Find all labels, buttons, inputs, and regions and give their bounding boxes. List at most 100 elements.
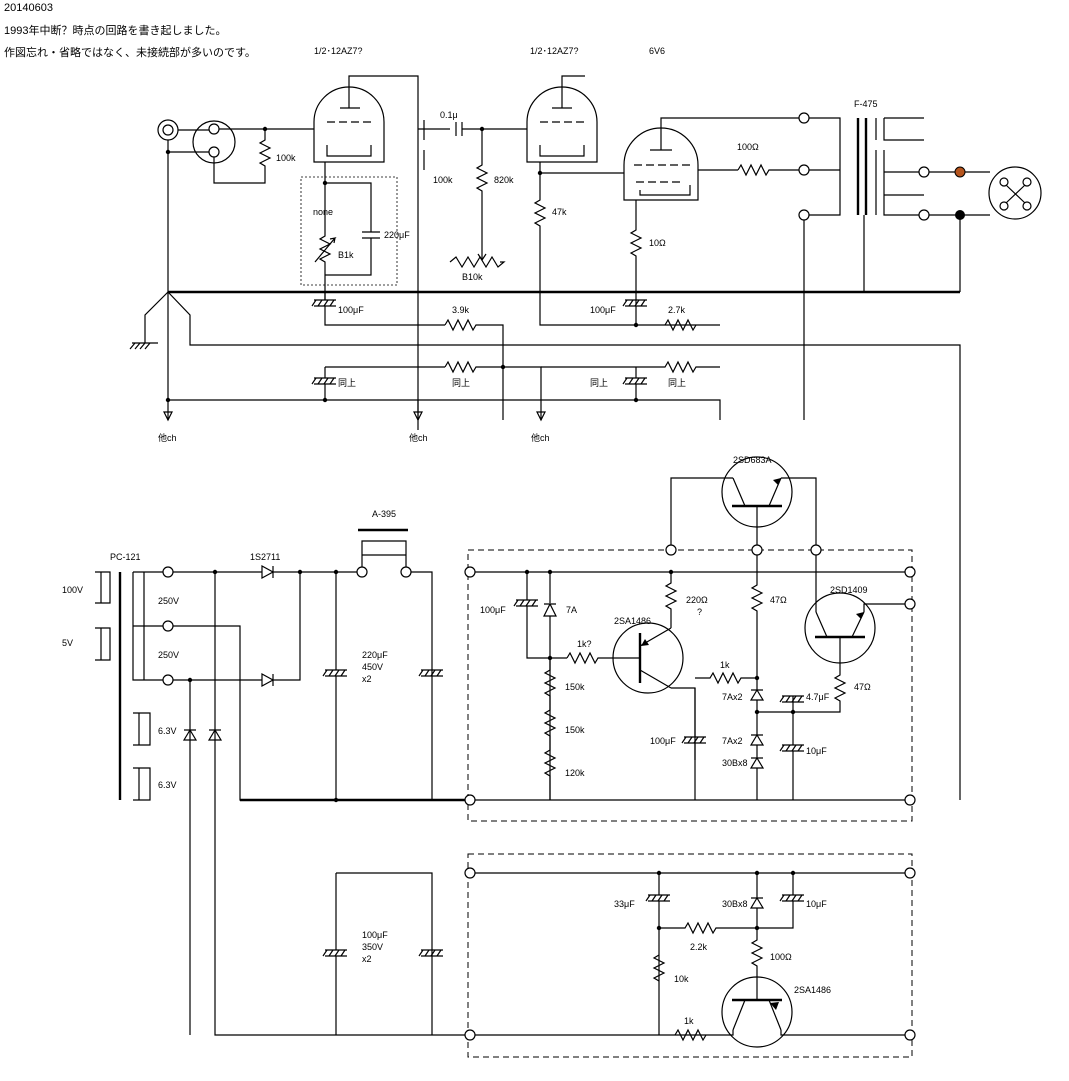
label-r220: 220Ω bbox=[686, 595, 708, 605]
label-r10ohm: 10Ω bbox=[649, 238, 666, 248]
cap-01u bbox=[418, 122, 527, 136]
label-tube-2: 1/2･12AZ7? bbox=[530, 46, 579, 56]
label-7ax2-a: 7Ax2 bbox=[722, 692, 743, 702]
resistor-1k-a bbox=[695, 671, 757, 685]
label-dojo-1: 同上 bbox=[338, 378, 356, 388]
cap-dojo-1 bbox=[314, 366, 445, 400]
note-line-2: 作図忘れ・省略ではなく、未接続部が多いのです。 bbox=[4, 47, 256, 59]
resistor-10ohm bbox=[629, 200, 643, 305]
label-r120k: 120k bbox=[565, 768, 585, 778]
transistor-2sd1409 bbox=[804, 555, 905, 664]
label-tach-2: 他ch bbox=[409, 432, 428, 443]
resistor-220 bbox=[664, 572, 678, 615]
cap-220uf-450v-a bbox=[325, 572, 347, 800]
resistor-47-a bbox=[750, 555, 764, 690]
tube-2-12az7 bbox=[526, 75, 598, 163]
transformer-core bbox=[856, 118, 868, 215]
resistor-1k-q bbox=[566, 651, 640, 665]
regulator-2-box bbox=[467, 853, 913, 1058]
arrow-3 bbox=[536, 411, 546, 422]
label-100v: 100V bbox=[62, 585, 83, 595]
resistor-1k-b bbox=[674, 1028, 707, 1042]
transformer-primary bbox=[809, 117, 841, 216]
resistor-100ohm bbox=[737, 163, 804, 177]
label-r220-q: ? bbox=[697, 607, 702, 617]
diode-1s2711-a bbox=[261, 564, 275, 580]
label-dojo-2: 同上 bbox=[452, 378, 470, 388]
diode-heater-a bbox=[182, 728, 198, 741]
label-pc121: PC-121 bbox=[110, 552, 141, 562]
label-r2-2k: 2.2k bbox=[690, 942, 708, 952]
label-r150k-a: 150k bbox=[565, 682, 585, 692]
label-r100k-b: 100k bbox=[433, 175, 453, 185]
label-c220-x2: x2 bbox=[362, 674, 372, 684]
label-c10uf-a: 10μF bbox=[806, 746, 827, 756]
label-r100ohm-b: 100Ω bbox=[770, 952, 792, 962]
label-2sd683a: 2SD683A bbox=[733, 455, 772, 465]
ground-line-2 bbox=[168, 399, 721, 420]
label-z7a: 7A bbox=[566, 605, 577, 615]
label-c100uf-a: 100μF bbox=[338, 305, 364, 315]
label-250v-a: 250V bbox=[158, 596, 179, 606]
optional-box bbox=[300, 176, 398, 286]
label-2sa1486-a: 2SA1486 bbox=[614, 616, 651, 626]
label-tach-1: 他ch bbox=[158, 432, 177, 443]
label-r-input: 100k bbox=[276, 153, 296, 163]
red-terminal bbox=[954, 166, 966, 178]
label-c220-450v: 450V bbox=[362, 662, 383, 672]
label-2sd1409: 2SD1409 bbox=[830, 585, 868, 595]
cap-100uf-reg-b bbox=[684, 688, 706, 800]
power-transformer-hv bbox=[132, 571, 168, 681]
label-b1k: B1k bbox=[338, 250, 354, 260]
heater-diode-lines bbox=[189, 572, 470, 1036]
zener-7ax2-a bbox=[749, 688, 765, 701]
date-label: 20140603 bbox=[4, 2, 53, 14]
pot-b10k-wiper bbox=[477, 250, 487, 262]
resistor-47-b bbox=[793, 663, 847, 713]
label-r47-b: 47Ω bbox=[854, 682, 871, 692]
input-jack bbox=[157, 119, 179, 141]
transistor-2sa1486-b bbox=[717, 976, 795, 1048]
pot-b1k bbox=[318, 183, 332, 300]
label-c10uf-b: 10μF bbox=[806, 899, 827, 909]
label-7ax2-b: 7Ax2 bbox=[722, 736, 743, 746]
choke-a395-winding bbox=[361, 540, 407, 572]
cap-100uf-350v-a bbox=[325, 872, 433, 1035]
label-2sa1486-b: 2SA1486 bbox=[794, 985, 831, 995]
reg1-rails bbox=[475, 571, 905, 801]
label-c100uf-b: 100μF bbox=[590, 305, 616, 315]
resistor-2-7k bbox=[664, 318, 697, 332]
cathode-wiring-1 bbox=[324, 162, 372, 232]
label-r100ohm: 100Ω bbox=[737, 142, 759, 152]
label-c220uf: 220μF bbox=[384, 230, 410, 240]
label-250v-b: 250V bbox=[158, 650, 179, 660]
label-dojo-3: 同上 bbox=[590, 378, 608, 388]
arrow-2 bbox=[413, 411, 423, 422]
resistor-100ohm-b bbox=[750, 873, 764, 985]
label-r1k-a: 1k bbox=[720, 660, 730, 670]
label-c100-x2: x2 bbox=[362, 954, 372, 964]
reg2-rails bbox=[475, 872, 905, 1036]
cap-100uf-b bbox=[625, 299, 647, 325]
label-r2-7k: 2.7k bbox=[668, 305, 686, 315]
label-30bx8-b: 30Bx8 bbox=[722, 899, 748, 909]
label-c01u: 0.1μ bbox=[440, 110, 458, 120]
speaker-wiring bbox=[863, 171, 990, 292]
cap-10uf-b bbox=[757, 873, 804, 929]
label-a395: A-395 bbox=[372, 509, 396, 519]
pot-b10k bbox=[449, 255, 506, 269]
label-none: none bbox=[313, 207, 333, 217]
power-transformer-primary bbox=[95, 571, 111, 661]
pot-b1k-arrow bbox=[314, 237, 337, 263]
ground-branches bbox=[417, 400, 542, 420]
cap-100uf-a bbox=[314, 292, 445, 326]
cap-220uf-450v-b bbox=[421, 669, 443, 677]
cap-100uf-350v-b bbox=[421, 949, 443, 957]
label-r1k-b: 1k bbox=[684, 1016, 694, 1026]
label-r820k: 820k bbox=[494, 175, 514, 185]
label-tube-3: 6V6 bbox=[649, 46, 665, 56]
tube-1-12az7 bbox=[313, 75, 419, 430]
cap-33uf bbox=[648, 873, 670, 1035]
label-dojo-4: 同上 bbox=[668, 378, 686, 388]
